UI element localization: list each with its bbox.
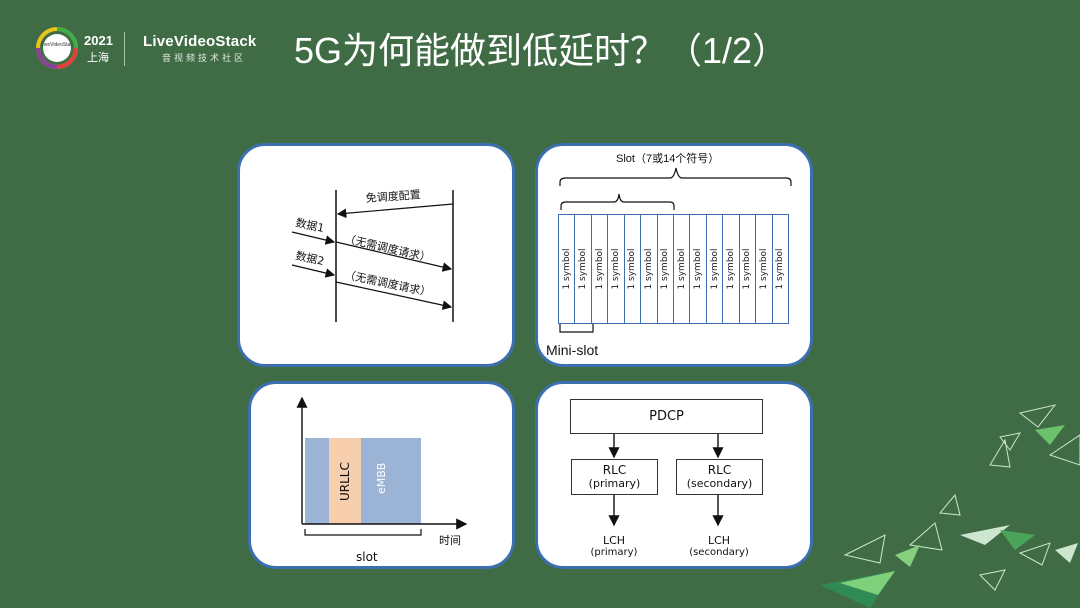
symbol-label: 1 symbol xyxy=(775,248,786,290)
symbol-cell: 1 symbol xyxy=(640,214,657,324)
mini-slot-brace xyxy=(559,324,594,333)
slot-axis-label: slot xyxy=(356,550,378,564)
symbol-cell: 1 symbol xyxy=(771,214,788,324)
symbol-label: 1 symbol xyxy=(758,248,769,290)
slot-brace xyxy=(559,167,792,210)
urllc-block xyxy=(329,438,361,524)
lch-primary: LCH (primary) xyxy=(574,534,654,558)
symbol-label: 1 symbol xyxy=(693,248,704,290)
rlc-primary-box: RLC (primary) xyxy=(571,459,658,495)
logo-city: 上海 xyxy=(87,52,109,64)
urllc-panel: URLLC eMBB 时间 slot xyxy=(248,381,515,569)
signaling-diagram: 免调度配置 数据1 数据2 （无需调度请求） （无需调度请求） xyxy=(291,187,454,322)
symbol-label: 1 symbol xyxy=(742,248,753,290)
symbol-label: 1 symbol xyxy=(594,248,605,290)
config-label: 免调度配置 xyxy=(365,187,421,205)
lch-primary-label: LCH xyxy=(602,534,626,547)
logo-badge-text: LiveVideoStackCon xyxy=(41,42,73,48)
no-schedule-label-1: （无需调度请求） xyxy=(343,231,432,264)
lch-secondary: LCH (secondary) xyxy=(674,534,764,558)
symbol-cell: 1 symbol xyxy=(673,214,690,324)
pdcp-box: PDCP xyxy=(570,399,763,434)
symbol-label: 1 symbol xyxy=(627,248,638,290)
symbol-cell: 1 symbol xyxy=(656,214,673,324)
conference-logo-icon xyxy=(36,27,78,69)
symbol-label: 1 symbol xyxy=(561,248,572,290)
rlc-secondary-sub: (secondary) xyxy=(686,477,753,490)
symbol-label: 1 symbol xyxy=(643,248,654,290)
urllc-label: URLLC xyxy=(338,462,352,501)
symbol-cell: 1 symbol xyxy=(755,214,772,324)
no-schedule-label-2: （无需调度请求） xyxy=(343,267,432,299)
symbol-cell: 1 symbol xyxy=(722,214,739,324)
symbol-cell: 1 symbol xyxy=(607,214,624,324)
embb-block-right xyxy=(361,438,421,524)
symbol-cell: 1 symbol xyxy=(689,214,706,324)
symbol-label: 1 symbol xyxy=(610,248,621,290)
symbol-label: 1 symbol xyxy=(660,248,671,290)
symbol-label: 1 symbol xyxy=(578,248,589,290)
header-divider xyxy=(124,32,125,66)
brand-name: LiveVideoStack xyxy=(143,33,257,50)
pdcp-panel: PDCP RLC (primary) RLC (secondary) LCH (… xyxy=(535,381,813,569)
rlc-secondary-label: RLC xyxy=(707,463,732,477)
slot-label: Slot（7或14个符号） xyxy=(616,153,720,165)
symbol-grid: 1 symbol 1 symbol 1 symbol 1 symbol 1 symbol… xyxy=(558,214,789,324)
symbol-cell: 1 symbol xyxy=(558,214,575,324)
symbol-cell: 1 symbol xyxy=(590,214,608,324)
lch-primary-sub: (primary) xyxy=(590,547,638,558)
data1-label: 数据1 xyxy=(294,215,325,235)
mini-slot-label: Mini-slot xyxy=(546,342,599,358)
symbol-cell: 1 symbol xyxy=(738,214,756,324)
logo-year: 2021 xyxy=(84,33,113,48)
symbol-cell: 1 symbol xyxy=(623,214,641,324)
lch-secondary-sub: (secondary) xyxy=(689,547,749,558)
symbol-label: 1 symbol xyxy=(725,248,736,290)
pdcp-label: PDCP xyxy=(649,409,684,424)
symbol-label: 1 symbol xyxy=(676,248,687,290)
symbol-cell: 1 symbol xyxy=(705,214,723,324)
symbol-label: 1 symbol xyxy=(709,248,720,290)
rlc-primary-label: RLC xyxy=(602,463,627,477)
brand-sub: 音视频技术社区 xyxy=(162,53,247,63)
decorative-triangles xyxy=(820,404,1080,608)
data2-label: 数据2 xyxy=(294,248,325,268)
embb-label: eMBB xyxy=(375,463,388,494)
rlc-secondary-box: RLC (secondary) xyxy=(676,459,763,495)
pdcp-arrows xyxy=(608,434,724,527)
symbol-cell: 1 symbol xyxy=(574,214,591,324)
page-title: 5G为何能做到低延时？（1/2） xyxy=(294,30,789,71)
rlc-primary-sub: (primary) xyxy=(588,477,641,490)
signaling-panel: 免调度配置 数据1 数据2 （无需调度请求） （无需调度请求） xyxy=(237,143,515,367)
lch-secondary-label: LCH xyxy=(707,534,731,547)
urllc-chart: URLLC eMBB 时间 slot xyxy=(296,396,468,564)
x-axis-label: 时间 xyxy=(439,534,461,547)
embb-block-left xyxy=(305,438,329,524)
